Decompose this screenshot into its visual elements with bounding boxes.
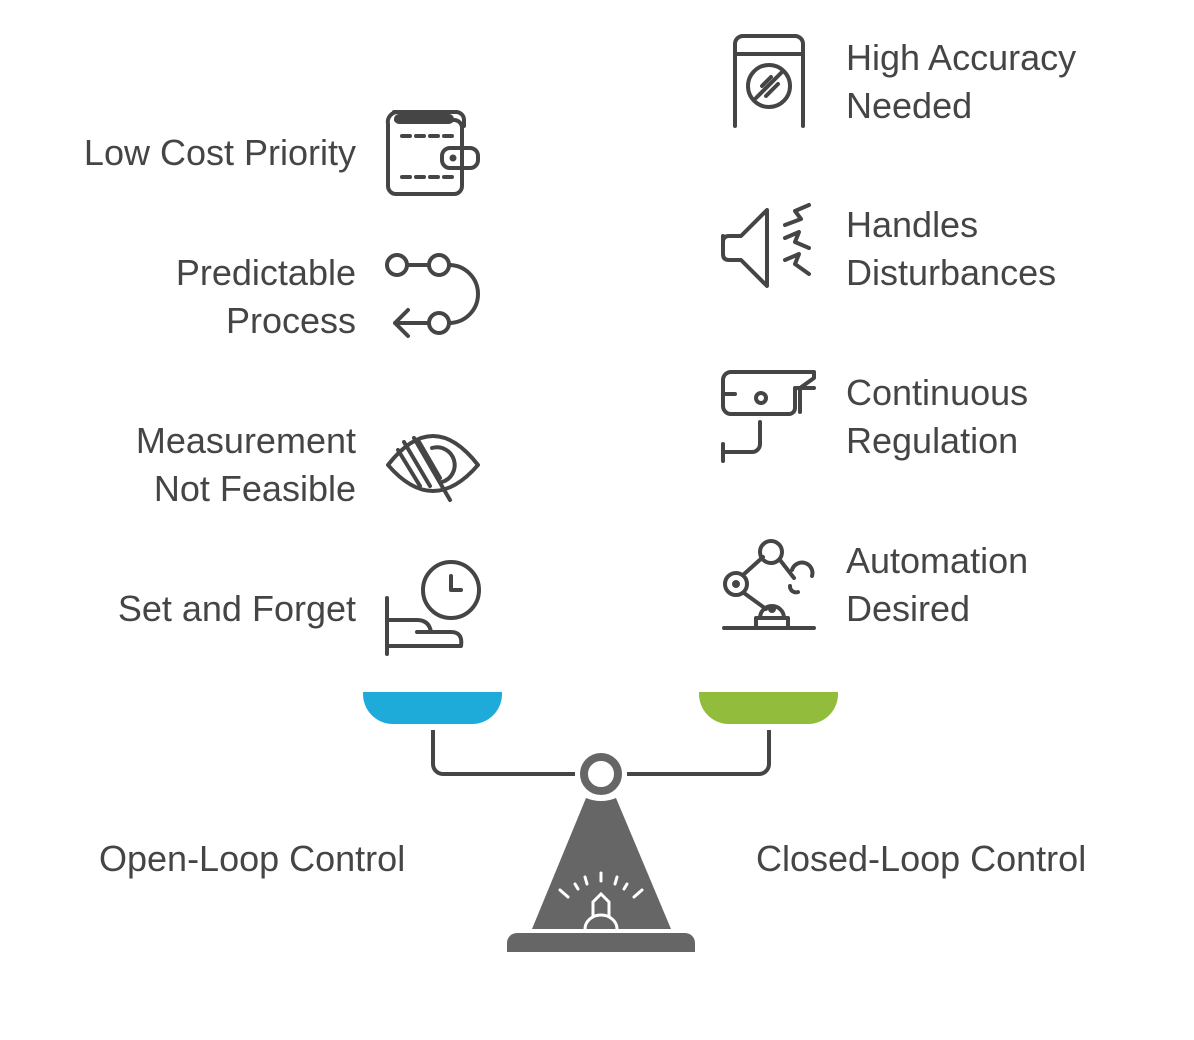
label-line: Handles bbox=[846, 204, 979, 245]
robot-arm-icon bbox=[722, 539, 816, 630]
label-line: Needed bbox=[846, 85, 973, 126]
scale-beam bbox=[431, 730, 771, 776]
eye-slash-icon bbox=[386, 434, 480, 502]
security-camera-icon bbox=[721, 370, 816, 463]
label-line: Low Cost Priority bbox=[83, 132, 356, 173]
label-low-cost-priority: Low Cost Priority bbox=[84, 129, 356, 177]
light-indicator-icon bbox=[558, 871, 644, 931]
label-line: Process bbox=[225, 300, 356, 341]
speaker-noise-icon bbox=[721, 203, 811, 288]
hand-clock-icon bbox=[385, 560, 481, 656]
wallet-icon bbox=[385, 110, 480, 196]
open-loop-title: Open-Loop Control bbox=[99, 838, 406, 879]
closed-loop-pan bbox=[699, 692, 838, 724]
label-line: Continuous bbox=[846, 372, 1029, 413]
label-line: Not Feasible bbox=[153, 468, 356, 509]
open-loop-pan bbox=[363, 692, 502, 724]
precision-gauge-icon bbox=[733, 34, 805, 128]
closed-loop-title: Closed-Loop Control bbox=[756, 838, 1087, 879]
scale-base bbox=[507, 933, 695, 952]
label-line: Measurement bbox=[135, 420, 356, 461]
label-line: Automation bbox=[846, 540, 1029, 581]
label-line: Desired bbox=[846, 588, 971, 629]
scale-pivot bbox=[580, 753, 622, 795]
label-set-and-forget: Set and Forget bbox=[118, 585, 356, 633]
label-line: Regulation bbox=[846, 420, 1019, 461]
scale-stand bbox=[532, 798, 671, 929]
label-line: Predictable bbox=[175, 252, 356, 293]
process-loop-icon bbox=[385, 253, 480, 338]
label-line: Set and Forget bbox=[117, 588, 356, 629]
label-line: High Accuracy bbox=[846, 37, 1077, 78]
label-line: Disturbances bbox=[846, 252, 1057, 293]
